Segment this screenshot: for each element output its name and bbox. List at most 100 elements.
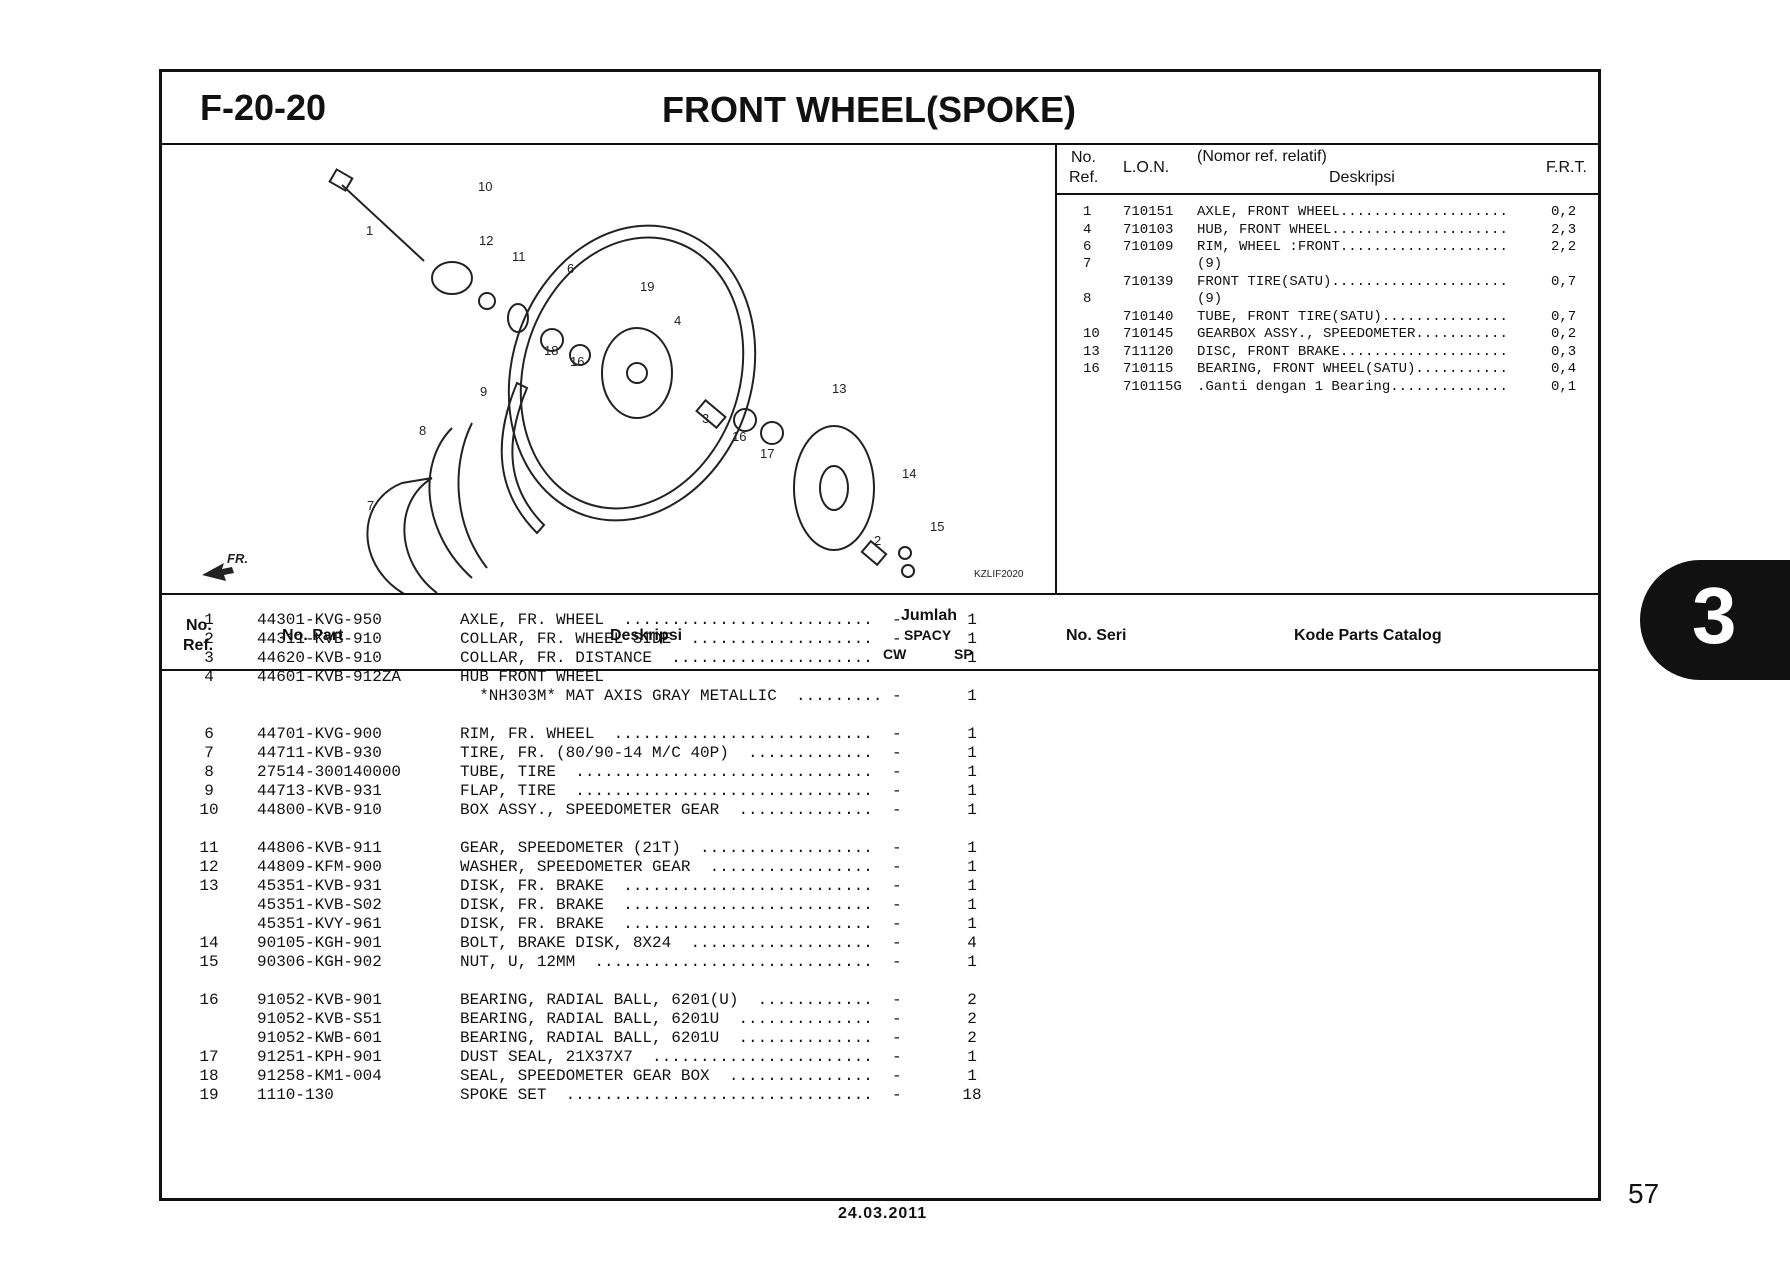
parts-cell-cw: - — [892, 1048, 902, 1066]
parts-cell-part: 91258-KM1-004 — [257, 1067, 382, 1085]
parts-cell-ref: 7 — [204, 744, 214, 762]
parts-cell-desc: RIM, FR. WHEEL .........................… — [460, 725, 873, 743]
parts-cell-cw: - — [892, 649, 902, 667]
parts-cell-ref: 15 — [199, 953, 219, 971]
parts-cell-desc: FLAP, TIRE .............................… — [460, 782, 873, 800]
lon-cell-lon: 710115G — [1123, 379, 1182, 395]
lon-cell-desc: DISC, FRONT BRAKE.................... — [1197, 344, 1508, 360]
callout-label: 4 — [674, 313, 681, 328]
parts-header-jumlah: Jumlah — [901, 607, 958, 624]
lon-cell-frt: 0,4 — [1551, 361, 1577, 377]
lon-row: 1 710151 AXLE, FRONT WHEEL................… — [1057, 204, 1598, 222]
parts-cell-sp: 1 — [967, 896, 977, 914]
callout-label: 8 — [419, 423, 426, 438]
callout-label: 16 — [570, 354, 584, 369]
parts-header-desc: Deskripsi — [610, 627, 683, 644]
parts-cell-part: 44301-KVG-950 — [257, 611, 382, 629]
lon-cell-desc: FRONT TIRE(SATU)..................... — [1197, 274, 1508, 290]
parts-cell-cw: - — [892, 744, 902, 762]
callout-label: 7 — [367, 498, 374, 513]
lon-cell-frt: 2,2 — [1551, 239, 1577, 255]
parts-cell-sp: 1 — [967, 630, 977, 648]
parts-cell-sp: 1 — [967, 1048, 977, 1066]
lon-row: 7(9) — [1057, 256, 1598, 274]
section-tab-badge: 3 — [1640, 560, 1790, 680]
lon-header-frt: F.R.T. — [1546, 159, 1587, 176]
parts-cell-desc: BEARING, RADIAL BALL, 6201U ............… — [460, 1029, 873, 1047]
parts-cell-ref: 10 — [199, 801, 219, 819]
lon-cell-frt: 0,3 — [1551, 344, 1577, 360]
parts-cell-sp: 1 — [967, 782, 977, 800]
parts-cell-desc: SEAL, SPEEDOMETER GEAR BOX .............… — [460, 1067, 873, 1085]
parts-cell-ref: 14 — [199, 934, 219, 952]
section-code: F-20-20 — [200, 87, 327, 128]
parts-cell-cw: - — [892, 1029, 902, 1047]
lon-table: No. Ref. L.O.N. (Nomor ref. relatif) Des… — [1057, 143, 1598, 595]
parts-cell-desc: BOX ASSY., SPEEDOMETER GEAR ............… — [460, 801, 873, 819]
parts-cell-ref: 4 — [204, 668, 214, 686]
parts-cell-cw: - — [892, 1010, 902, 1028]
parts-cell-part: 44311-KVB-910 — [257, 630, 382, 648]
lon-cell-lon: 710140 — [1123, 309, 1174, 325]
parts-row: 45351-KVY-961 DISK, FR. BRAKE ...........… — [162, 915, 1598, 934]
hub-shape — [601, 327, 673, 419]
parts-cell-cw: - — [892, 725, 902, 743]
parts-cell-desc: DISK, FR. BRAKE ........................… — [460, 915, 873, 933]
callout-label: 1 — [366, 223, 373, 238]
parts-cell-sp: 1 — [967, 763, 977, 781]
parts-cell-part: 45351-KVY-961 — [257, 915, 382, 933]
lon-cell-desc: AXLE, FRONT WHEEL.................... — [1197, 204, 1508, 220]
parts-cell-ref: 1 — [204, 611, 214, 629]
parts-cell-ref: 6 — [204, 725, 214, 743]
callout-label: 3 — [702, 411, 709, 426]
parts-cell-cw: - — [892, 915, 902, 933]
lon-cell-frt: 0,2 — [1551, 204, 1577, 220]
parts-header-sp: SP — [954, 646, 973, 662]
lon-cell-lon: 710109 — [1123, 239, 1174, 255]
diagram-image-code: KZLIF2020 — [974, 569, 1024, 580]
lon-cell-no: 13 — [1083, 344, 1100, 360]
parts-cell-part: 45351-KVB-931 — [257, 877, 382, 895]
parts-cell-part: 1110-130 — [257, 1086, 334, 1104]
lon-cell-desc: BEARING, FRONT WHEEL(SATU)........... — [1197, 361, 1508, 377]
parts-cell-desc: DISK, FR. BRAKE ........................… — [460, 877, 873, 895]
parts-cell-desc: WASHER, SPEEDOMETER GEAR ...............… — [460, 858, 873, 876]
parts-cell-cw: - — [892, 953, 902, 971]
parts-cell-ref: 11 — [199, 839, 219, 857]
front-wheel-illustration: 1 10 12 11 6 19 4 18 16 9 8 7 3 16 17 13… — [202, 168, 1024, 593]
parts-cell-cw: - — [892, 763, 902, 781]
gearbox-shape — [431, 261, 473, 295]
lon-cell-no: 16 — [1083, 361, 1100, 377]
callout-label: 12 — [479, 233, 493, 248]
rim-shape — [507, 224, 757, 522]
brake-disc-shape — [793, 425, 875, 551]
parts-row: *NH303M* MAT AXIS GRAY METALLIC ........… — [162, 687, 1598, 706]
lon-cell-lon: 710151 — [1123, 204, 1174, 220]
callout-label: 13 — [832, 381, 846, 396]
parts-cell-ref: 9 — [204, 782, 214, 800]
parts-cell-ref: 3 — [204, 649, 214, 667]
lon-header-ref: Ref. — [1069, 169, 1099, 186]
lon-cell-desc: (9) — [1197, 291, 1223, 307]
parts-cell-part: 44620-KVB-910 — [257, 649, 382, 667]
lon-cell-no: 1 — [1083, 204, 1092, 220]
callout-label: 19 — [640, 279, 654, 294]
parts-cell-cw: - — [892, 896, 902, 914]
axle-head-shape — [328, 168, 354, 192]
callout-labels: 1 10 12 11 6 19 4 18 16 9 8 7 3 16 17 13… — [227, 179, 1024, 580]
axle-shape — [341, 184, 425, 262]
parts-cell-desc: COLLAR, FR. WHEEL SIDE .................… — [460, 630, 873, 648]
